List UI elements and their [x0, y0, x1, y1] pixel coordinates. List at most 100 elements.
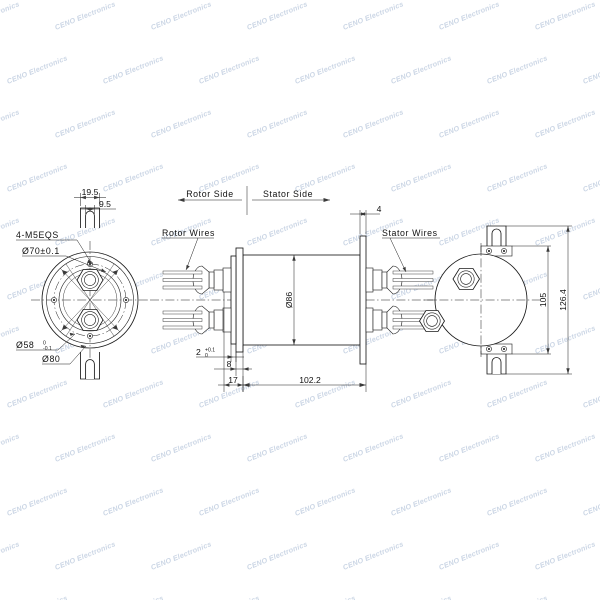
watermark-text: CENO Electronics	[101, 377, 164, 410]
dim-stator-flange-thickness: 4	[350, 204, 382, 234]
watermark-text: CENO Electronics	[5, 53, 68, 86]
dim-17-text: 17	[228, 375, 238, 385]
middle-rotor-wires-upper	[162, 270, 203, 290]
watermark-text: CENO Electronics	[5, 161, 68, 194]
watermark-text: CENO Electronics	[245, 431, 308, 464]
watermark-text: CENO Electronics	[53, 0, 116, 32]
watermark-text: CENO Electronics	[533, 107, 596, 140]
watermark-text: CENO Electronics	[533, 215, 596, 248]
left-construction-cross	[59, 263, 121, 337]
watermark-text: CENO Electronics	[149, 0, 212, 32]
watermark-text: CENO Electronics	[149, 539, 212, 572]
watermark-text: CENO Electronics	[5, 377, 68, 410]
watermark-text: CENO Electronics	[581, 161, 600, 194]
left-view-rotor-face: 19.5 9.5 4-M5EQS Ø70±0.1	[16, 187, 149, 380]
watermark-text: CENO Electronics	[53, 539, 116, 572]
label-rotor-wires-text: Rotor Wires	[162, 228, 215, 238]
watermark-text: CENO Electronics	[245, 215, 308, 248]
watermark-text: CENO Electronics	[197, 485, 260, 518]
watermark-text: CENO Electronics	[293, 593, 356, 600]
watermark-text: CENO Electronics	[197, 593, 260, 600]
dim-body-diameter: Ø86	[284, 255, 296, 345]
watermark-text: CENO Electronics	[5, 593, 68, 600]
dim-overall-length: 102.2	[242, 364, 367, 392]
side-indicator-header: Rotor Side Stator Side	[178, 186, 330, 215]
label-d80: Ø80	[42, 354, 60, 364]
label-stator-wires: Stator Wires	[382, 228, 440, 273]
watermark-text: CENO Electronics	[533, 0, 596, 32]
left-hex-connector-lower	[76, 309, 104, 331]
watermark-text: CENO Electronics	[485, 161, 548, 194]
dim-19-5-text: 19.5	[82, 187, 99, 197]
label-mount-holes: 4-M5EQS	[16, 230, 93, 265]
middle-rotor-flange	[235, 247, 244, 353]
watermark-text: CENO Electronics	[437, 539, 500, 572]
watermark-text: CENO Electronics	[149, 431, 212, 464]
watermark-text: CENO Electronics	[389, 377, 452, 410]
dim-overall-height: 126.4	[506, 225, 572, 375]
dim-105-text: 105	[538, 293, 548, 308]
right-view-stator-face: 105 126.4	[419, 225, 572, 375]
watermark-text: CENO Electronics	[101, 485, 164, 518]
label-rotor-wires: Rotor Wires	[162, 228, 215, 271]
watermark-text: CENO Electronics	[149, 107, 212, 140]
watermark-text: CENO Electronics	[245, 0, 308, 32]
middle-rotor-step	[230, 255, 237, 345]
watermark-text: CENO Electronics	[101, 161, 164, 194]
watermark-text: CENO Electronics	[389, 53, 452, 86]
left-construction-arrows	[62, 270, 118, 330]
watermark-text: CENO Electronics	[581, 593, 600, 600]
dim-2-text: 2	[196, 347, 201, 357]
left-view-bottom-bracket	[80, 352, 100, 380]
left-hex-connector-upper	[76, 269, 104, 291]
watermark-text: CENO Electronics	[533, 323, 596, 356]
watermark-text: CENO Electronics	[197, 53, 260, 86]
label-4-m5eqs: 4-M5EQS	[16, 230, 59, 240]
label-stator-wires-text: Stator Wires	[382, 228, 438, 238]
watermark-text: CENO Electronics	[389, 485, 452, 518]
watermark-text: CENO Electronics	[581, 269, 600, 302]
watermark-text: CENO Electronics	[0, 539, 21, 572]
middle-stator-wires-upper	[392, 270, 434, 290]
middle-stator-flange	[359, 235, 367, 365]
right-hex-connector-lower	[419, 310, 445, 332]
watermark-text: CENO Electronics	[53, 107, 116, 140]
watermark-text: CENO Electronics	[5, 485, 68, 518]
watermark-text: CENO Electronics	[53, 431, 116, 464]
watermark-text: CENO Electronics	[293, 53, 356, 86]
middle-view-side-section: Rotor Side Stator Side	[150, 186, 470, 392]
watermark-text: CENO Electronics	[341, 431, 404, 464]
middle-rotor-wires-lower	[162, 310, 203, 330]
watermark-text: CENO Electronics	[0, 431, 21, 464]
middle-rotor-connector-lower	[162, 305, 232, 335]
left-mounting-holes	[51, 261, 129, 339]
watermark-text: CENO Electronics	[437, 0, 500, 32]
watermark-text: CENO Electronics	[581, 377, 600, 410]
label-d58: Ø58	[16, 340, 34, 350]
right-hex-connector-upper	[452, 268, 480, 290]
label-rotor-side: Rotor Side	[186, 189, 234, 199]
dim-body-height: 105	[512, 245, 551, 355]
dim-2-tol-upper: +0.1	[205, 348, 215, 354]
watermark-text: CENO Electronics	[485, 485, 548, 518]
watermark-text: CENO Electronics	[485, 377, 548, 410]
right-view-bottom-bracket	[480, 343, 513, 375]
watermark-text: CENO Electronics	[245, 107, 308, 140]
watermark-text: CENO Electronics	[341, 539, 404, 572]
watermark-text: CENO Electronics	[389, 161, 452, 194]
watermark-text: CENO Electronics	[245, 539, 308, 572]
watermark-text: CENO Electronics	[437, 107, 500, 140]
watermark-text: CENO Electronics	[341, 0, 404, 32]
dim-9-5-text: 9.5	[99, 199, 111, 209]
middle-stator-connector-upper	[365, 265, 434, 295]
label-d70: Ø70±0.1	[22, 246, 60, 256]
dim-126-4-text: 126.4	[558, 289, 568, 311]
watermark-text: CENO Electronics	[0, 107, 21, 140]
label-d58-tol-lower: -0.1	[43, 346, 52, 352]
watermark-text: CENO Electronics	[293, 485, 356, 518]
dim-4-text: 4	[377, 204, 382, 214]
watermark-text: CENO Electronics	[101, 593, 164, 600]
label-d58-tol-upper: 0	[43, 340, 46, 346]
label-outer-diameter: Ø80	[42, 344, 87, 365]
